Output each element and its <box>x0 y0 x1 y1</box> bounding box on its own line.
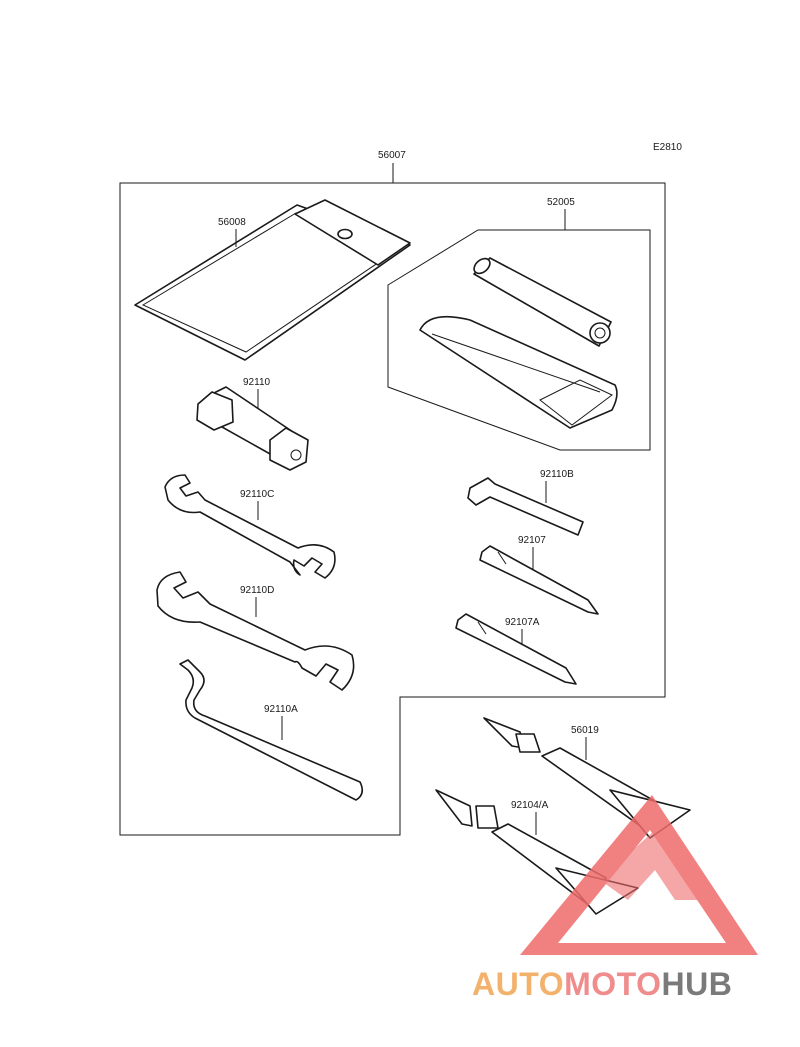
watermark-hub: HUB <box>661 966 732 1002</box>
watermark-inner-triangle <box>600 830 708 900</box>
watermark-logo <box>520 795 758 955</box>
wrench-92110C <box>164 474 336 579</box>
label-92110A: 92110A <box>264 704 298 715</box>
hex-key-92110B <box>467 477 584 536</box>
watermark-triangle-icon <box>520 795 758 955</box>
pouch-outline <box>387 229 651 451</box>
label-92107: 92107 <box>518 535 546 546</box>
label-92110: 92110 <box>243 377 271 388</box>
label-92104A: 92104/A <box>511 800 549 811</box>
screwdriver-bit-92107 <box>479 545 599 615</box>
tool-pouch <box>419 315 618 429</box>
grease-tube-56019 <box>483 717 691 839</box>
hook-wrench-92110A <box>179 659 364 801</box>
wrench-92110D <box>156 571 355 691</box>
tool-bag-56008 <box>134 199 411 361</box>
label-52005: 52005 <box>547 197 575 208</box>
label-92110D: 92110D <box>240 585 274 596</box>
screwdriver-bit-92107A <box>455 613 577 685</box>
watermark-text: AUTOMOTOHUB <box>472 966 732 1002</box>
label-92107A: 92107A <box>505 617 540 628</box>
plug-wrench-92110 <box>196 386 309 471</box>
label-92110C: 92110C <box>240 489 274 500</box>
diagram-code: E2810 <box>653 142 682 153</box>
label-56008: 56008 <box>218 217 246 228</box>
watermark-auto: AUTO <box>472 966 564 1002</box>
watermark-moto: MOTO <box>564 966 661 1002</box>
label-92110B: 92110B <box>540 469 574 480</box>
screwdriver-handle <box>473 257 612 347</box>
label-56007: 56007 <box>378 150 406 161</box>
label-56019: 56019 <box>571 725 599 736</box>
kit-outline <box>119 182 666 836</box>
